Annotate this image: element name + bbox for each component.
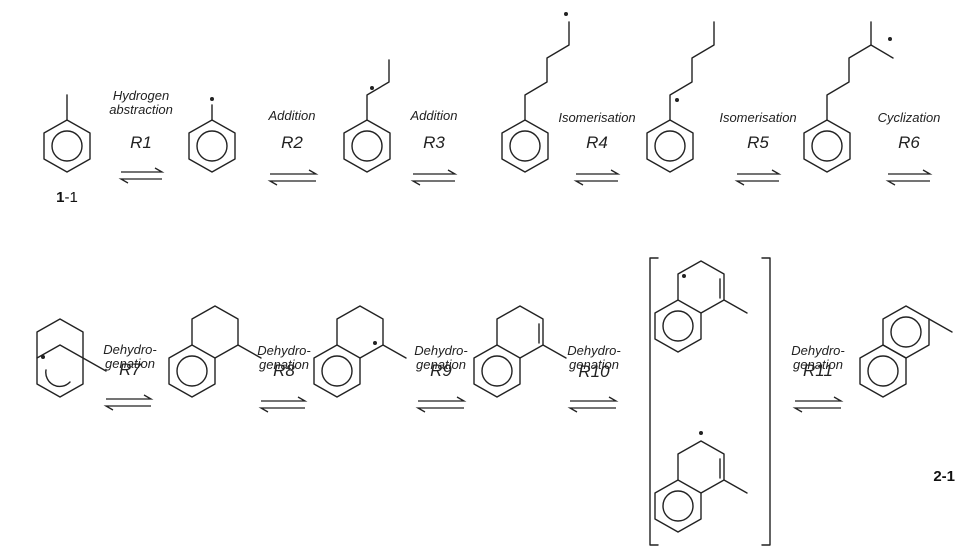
step-label-line: Dehydro- (414, 343, 468, 358)
forward-arrow (106, 394, 154, 400)
forward-arrow (576, 169, 621, 175)
step-id: R9 (430, 361, 452, 380)
reverse-arrow (567, 407, 616, 413)
step-id: R11 (803, 361, 833, 380)
reaction-steps: HydrogenabstractionR1AdditionR2AdditionR… (103, 88, 941, 413)
dihydronaphthalene-structure (473, 305, 567, 398)
step-id: R10 (578, 362, 610, 381)
reverse-arrow (258, 407, 305, 413)
reverse-arrow (573, 180, 618, 186)
step-label-line: Dehydro- (257, 343, 311, 358)
step-label-line: genation (416, 357, 466, 372)
step-label-line: Hydrogen (113, 88, 169, 103)
cyclized-radical-structure (36, 318, 107, 398)
compound-label-start: 1-1 (56, 189, 78, 206)
reverse-arrow (267, 180, 316, 186)
step-label-line: Cyclization (878, 110, 941, 125)
forward-arrow (261, 396, 308, 402)
step-id: R6 (898, 133, 920, 152)
step-id: R2 (281, 133, 303, 152)
reverse-arrow (734, 180, 779, 186)
step-id: R8 (273, 361, 295, 380)
step-label-line: genation (793, 357, 843, 372)
compound-label-end: 2-1 (933, 468, 955, 485)
step-id: R1 (130, 133, 152, 152)
forward-arrow (121, 167, 165, 173)
step-label-line: Isomerisation (719, 110, 796, 125)
methylnaphthalene-structure (859, 305, 953, 398)
reverse-arrow (885, 180, 930, 186)
step-label-line: genation (105, 356, 155, 371)
forward-arrow (795, 396, 844, 402)
intermediate-bracket (649, 257, 771, 546)
reverse-arrow (118, 178, 162, 184)
methyltetralin-structure (168, 305, 262, 398)
reverse-arrow (792, 407, 841, 413)
intermediate-radical-bottom (654, 431, 748, 533)
step-label-line: genation (569, 357, 619, 372)
step-label-line: Addition (268, 108, 316, 123)
step-id: R7 (119, 360, 141, 379)
reverse-arrow (415, 407, 464, 413)
benzylic-radical-structure (646, 21, 715, 173)
step-label-line: Dehydro- (567, 343, 621, 358)
forward-arrow (737, 169, 782, 175)
reverse-arrow (410, 180, 455, 186)
step-id: R3 (423, 133, 445, 152)
step-label-line: Addition (410, 108, 458, 123)
step-id: R5 (747, 133, 769, 152)
forward-arrow (413, 169, 458, 175)
forward-arrow (418, 396, 467, 402)
reverse-arrow (103, 405, 151, 411)
intermediate-radical-top (654, 260, 748, 353)
step-id: R4 (586, 133, 608, 152)
forward-arrow (270, 169, 319, 175)
tetralinyl-radical-structure (313, 305, 407, 398)
benzyl-radical-structure (188, 97, 236, 173)
step-label-line: abstraction (109, 102, 173, 117)
phenylpentyl-radical-structure (501, 12, 570, 173)
forward-arrow (888, 169, 933, 175)
toluene-structure (43, 94, 91, 173)
step-label-line: Dehydro- (103, 342, 157, 357)
step-label-line: Isomerisation (558, 110, 635, 125)
secondary-radical-structure (803, 21, 894, 173)
phenylpropyl-radical-structure (343, 59, 391, 173)
forward-arrow (570, 396, 619, 402)
step-label-line: genation (259, 357, 309, 372)
step-label-line: Dehydro- (791, 343, 845, 358)
